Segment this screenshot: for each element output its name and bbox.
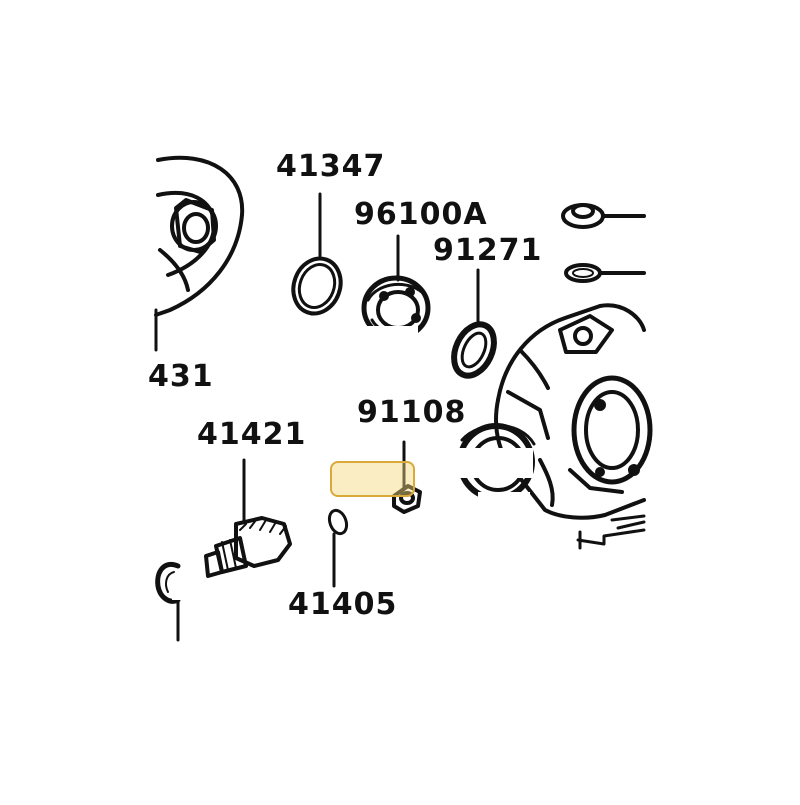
seal-ring-91271 bbox=[451, 321, 497, 379]
pinion-gear-41421 bbox=[204, 516, 292, 578]
part-label-91108: 91108 bbox=[357, 395, 467, 430]
clip-ring-41405 bbox=[327, 508, 349, 536]
bolt-bottom-right bbox=[576, 514, 646, 550]
washer-top-right bbox=[564, 263, 646, 283]
part-label-431: 431 bbox=[148, 359, 214, 394]
part-label-41405: 41405 bbox=[288, 587, 398, 622]
part-label-41347: 41347 bbox=[276, 149, 386, 184]
circlip-ring-41347 bbox=[291, 256, 343, 316]
part-label-96100a: 96100A bbox=[354, 197, 488, 232]
blank-patch-3 bbox=[478, 492, 530, 522]
highlight-box bbox=[330, 461, 415, 497]
blank-patch-4 bbox=[172, 582, 202, 600]
gear-housing-assembly bbox=[154, 155, 245, 317]
bolt-top-right bbox=[561, 203, 646, 229]
snap-ring-lower-left bbox=[155, 562, 181, 604]
blank-patch-2 bbox=[455, 448, 533, 478]
blank-patch-1 bbox=[366, 326, 418, 356]
part-label-91271: 91271 bbox=[433, 233, 543, 268]
differential-housing bbox=[494, 303, 653, 520]
part-label-41421: 41421 bbox=[197, 417, 307, 452]
